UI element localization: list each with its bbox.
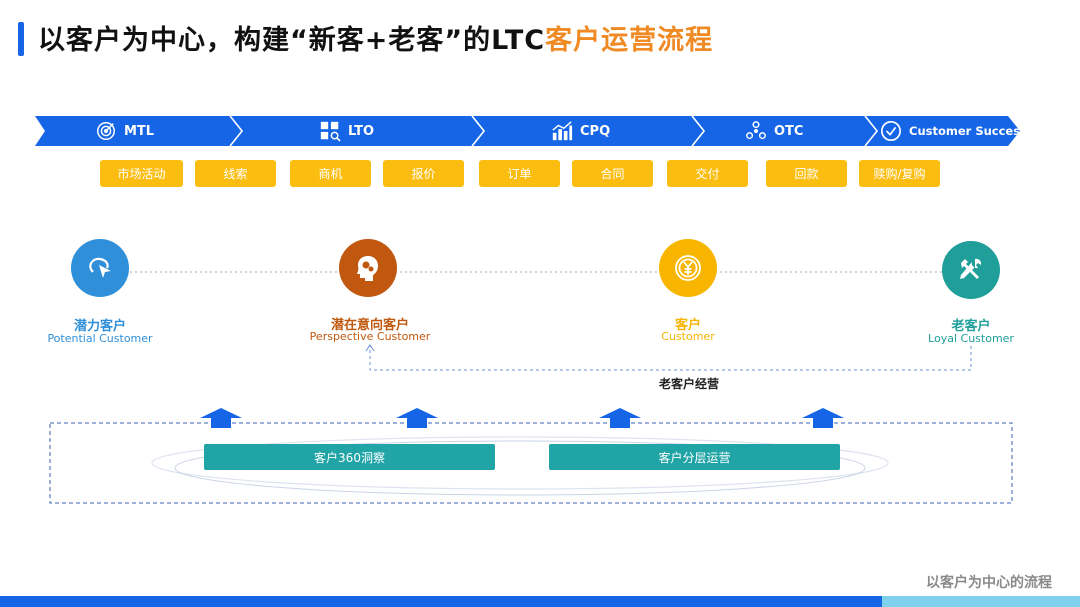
stage-mtl: MTL [95,116,154,146]
node-cn-label: 潜在意向客户 [330,318,410,333]
node-cn-label: 老客户 [951,319,991,334]
cursor-loop-icon [89,257,111,278]
up-arrow [200,408,242,428]
up-arrow [599,408,641,428]
node-en-label: Potential Customer [47,332,153,345]
step-pill: 合同 [572,160,653,187]
title-main: 以客户为中心，构建“新客+老客”的LTC [38,25,546,56]
node-cn-label: 潜力客户 [73,319,127,334]
footer-strip-secondary [882,596,1080,607]
network-icon [746,121,766,140]
step-pill: 线索 [195,160,276,187]
bar-chart-icon [552,121,573,141]
page-title: 以客户为中心，构建“新客+老客”的LTC客户运营流程 [38,18,713,57]
stage-otc: OTC [745,116,803,146]
operations-box [49,422,1013,504]
title-highlight: 客户运营流程 [545,25,714,56]
operation-bar-insight: 客户360洞察 [204,444,495,470]
step-pill: 市场活动 [100,160,183,187]
loyal-loop-label: 老客户经营 [659,377,720,391]
stage-label: MTL [124,123,155,139]
head-gears-icon [357,256,378,281]
operation-bar-tiered: 客户分层运营 [549,444,840,470]
node-en-label: Customer [661,330,715,343]
step-pill: 回款 [766,160,847,187]
stage-label: CPQ [580,123,611,139]
node-potential-customer [71,239,129,297]
loyal-loop-line [369,346,972,371]
footer-caption: 以客户为中心的流程 [926,575,1052,591]
stage-lto: LTO [319,116,374,146]
stage-cpq: CPQ [551,116,610,146]
node-customer [659,239,717,297]
node-cn-label: 客户 [674,318,702,333]
node-en-label: Perspective Customer [309,330,431,343]
stage-label: OTC [774,123,804,139]
step-pill: 交付 [667,160,748,187]
grid-search-icon [320,121,341,142]
node-en-label: Loyal Customer [928,332,1014,345]
step-pill: 赎购/复购 [859,160,940,187]
step-pill: 商机 [290,160,371,187]
tools-icon [960,258,982,279]
node-perspective-customer [339,239,397,297]
target-icon [97,122,115,140]
up-arrow [802,408,844,428]
footer-strip-primary [0,596,882,607]
step-pill: 报价 [383,160,464,187]
coin-yen-icon [675,255,701,281]
title-accent-bar [18,22,24,56]
up-arrow [396,408,438,428]
stage-success: Customer Success [880,116,1027,146]
check-circle-icon [881,121,901,141]
stage-label: LTO [348,123,375,139]
step-pill: 订单 [479,160,560,187]
stage-label: Customer Success [909,124,1027,138]
node-loyal-customer [942,241,1000,299]
